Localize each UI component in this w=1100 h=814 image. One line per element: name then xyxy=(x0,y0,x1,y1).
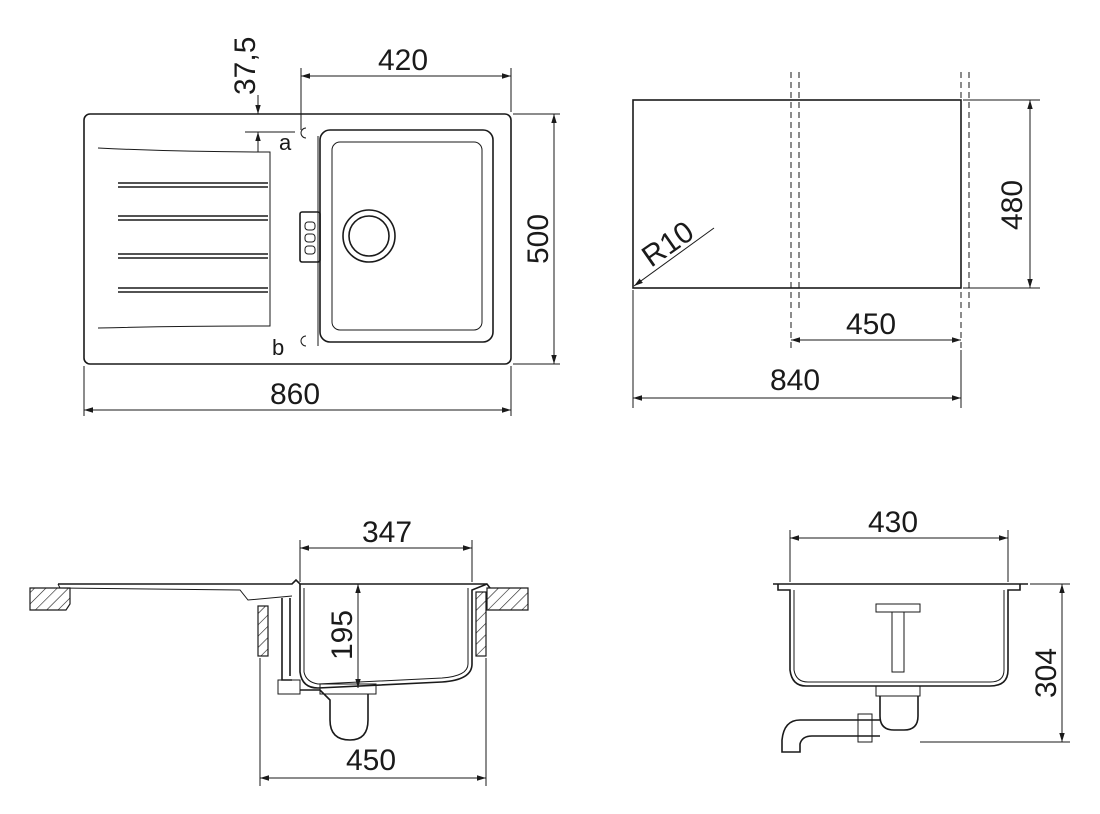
countertop-left xyxy=(29,587,71,611)
cabinet-wall-left xyxy=(257,605,269,657)
bowl-inner xyxy=(331,141,483,331)
cabinet-wall-right xyxy=(475,591,487,657)
drainboard-edge xyxy=(97,147,271,329)
mark-a: a xyxy=(279,130,292,155)
dim-offset-top: 37,5 xyxy=(229,37,262,95)
top-view: a b 420 37,5 500 860 xyxy=(83,37,560,416)
cutout-outline xyxy=(632,99,962,289)
dim-section-cabinet: 450 xyxy=(346,744,396,777)
mark-b: b xyxy=(272,335,284,360)
drain-inner xyxy=(348,215,390,257)
dim-top-width: 860 xyxy=(270,378,320,411)
dim-cutout-inner: 450 xyxy=(846,308,896,341)
overflow xyxy=(299,211,321,263)
dim-section-bowl-depth: 195 xyxy=(326,610,359,660)
dim-section-bowl-width: 347 xyxy=(362,516,412,549)
section-view: 347 195 450 xyxy=(29,516,529,786)
sink-outline xyxy=(83,113,512,365)
side-bowl xyxy=(773,583,1028,687)
dim-cutout-width: 840 xyxy=(770,364,820,397)
dim-corner-radius: R10 xyxy=(636,215,700,274)
drain-outer xyxy=(342,209,396,263)
cutout-view: R10 480 450 840 xyxy=(632,72,1040,408)
dim-cutout-height: 480 xyxy=(996,180,1029,230)
side-view: 430 304 xyxy=(773,506,1070,753)
countertop-right xyxy=(486,587,529,611)
bowl-outer xyxy=(319,129,494,343)
section-bowl xyxy=(299,583,488,689)
dim-side-bowl-width: 430 xyxy=(868,506,918,539)
dim-top-height: 500 xyxy=(522,214,555,264)
dim-bowl-width: 420 xyxy=(378,44,428,77)
dim-side-total-depth: 304 xyxy=(1030,648,1063,698)
drainboard-grooves xyxy=(118,182,268,293)
